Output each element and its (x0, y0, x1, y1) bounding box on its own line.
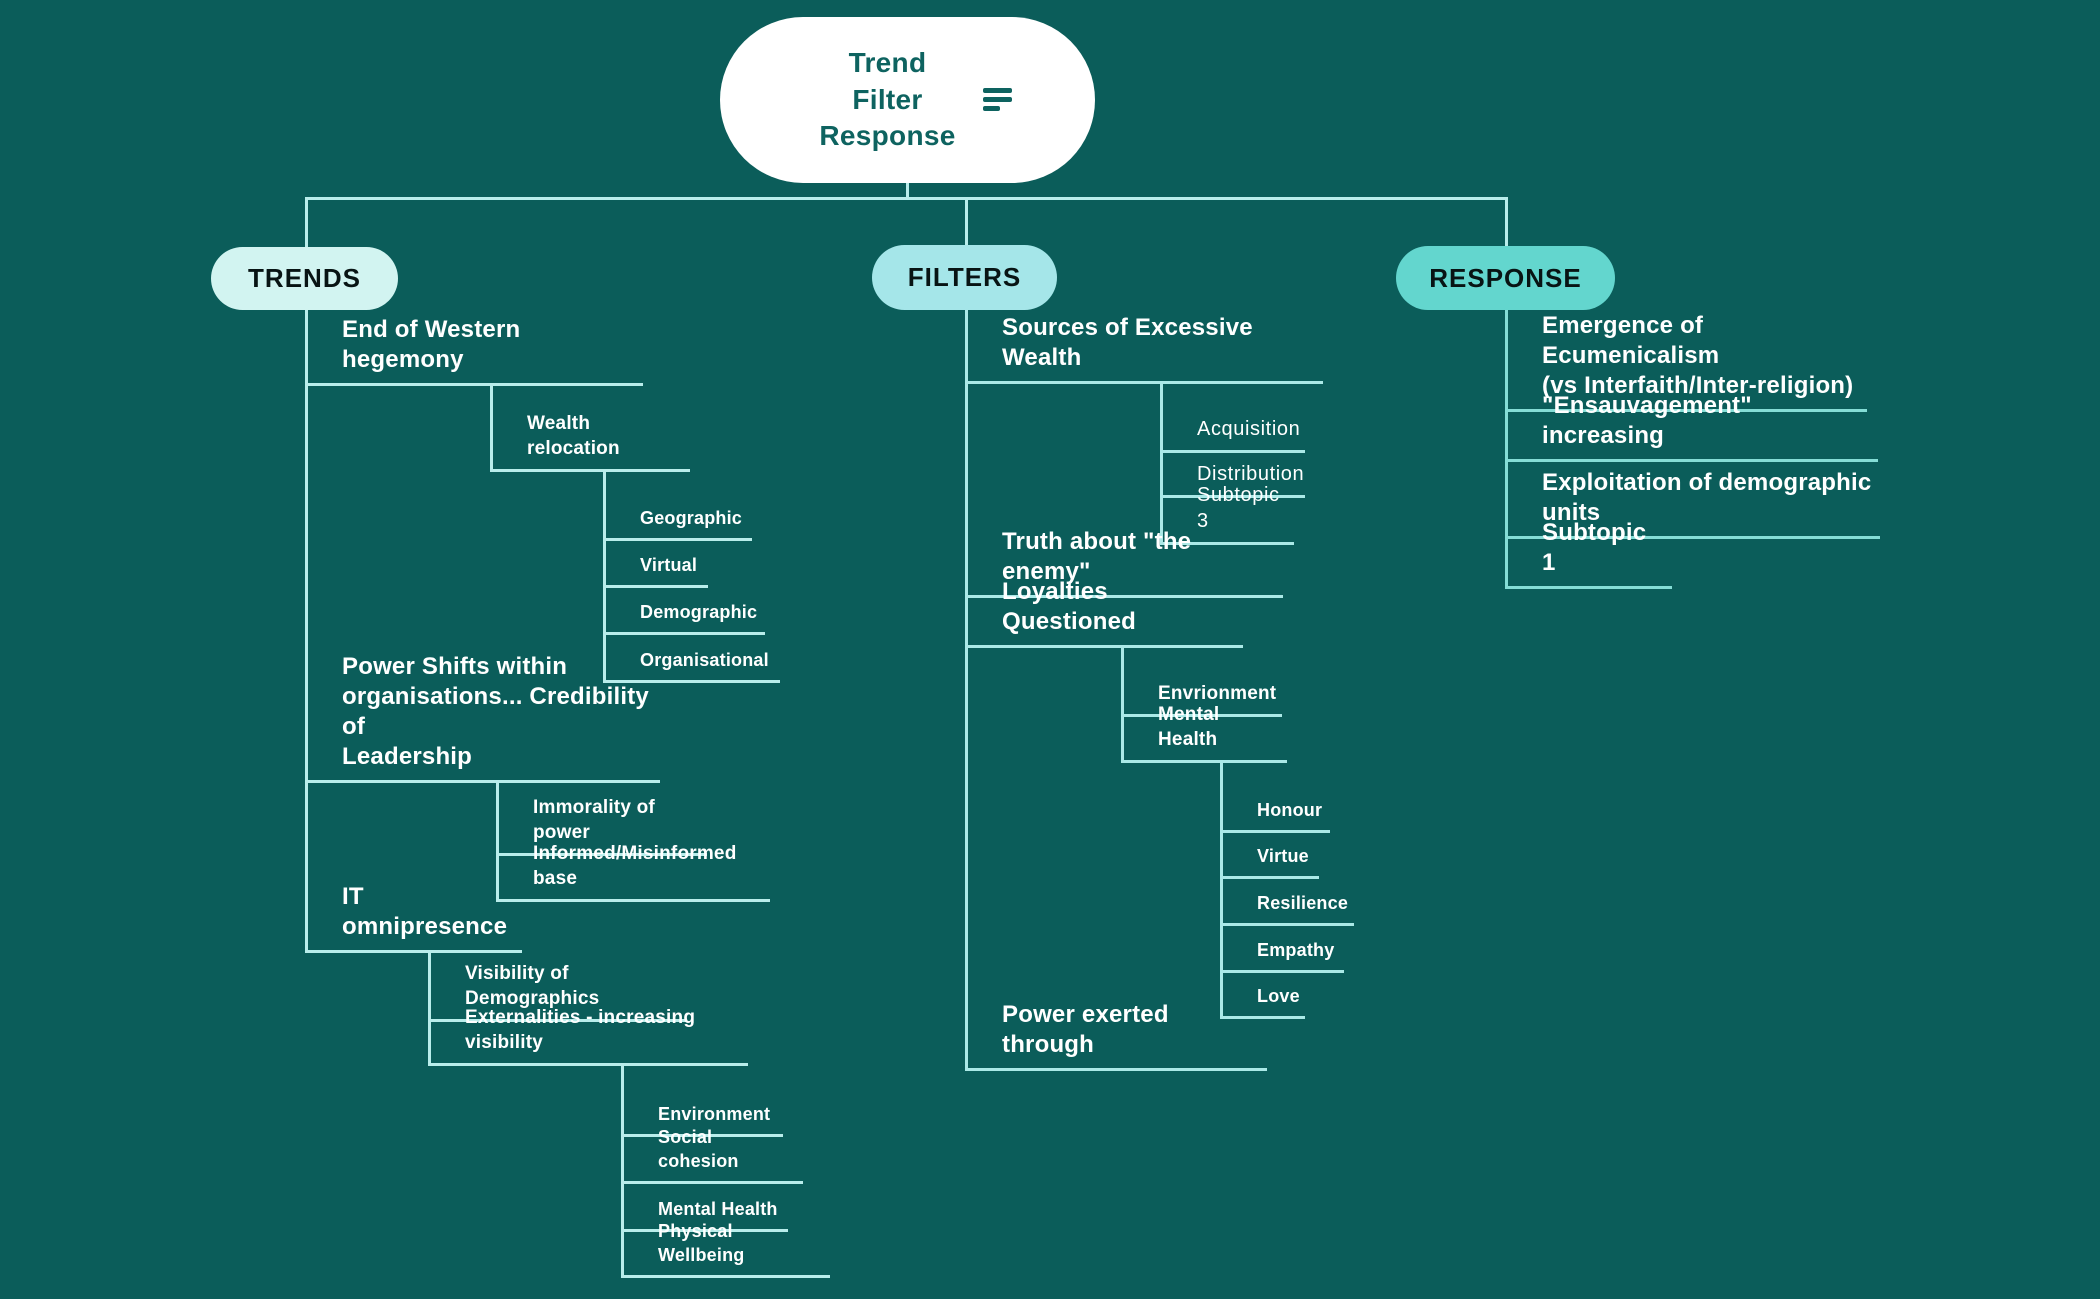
topic-label: Love (1257, 986, 1300, 1006)
branch-filters[interactable]: FILTERS (872, 245, 1057, 310)
topic-label: Power Shifts within organisations... Cre… (342, 653, 649, 770)
branch-response[interactable]: RESPONSE (1396, 246, 1615, 310)
topic-physical-wellbeing[interactable]: Physical Wellbeing (621, 1221, 830, 1278)
topic-label: Virtue (1257, 846, 1309, 866)
topic-label: Demographic (640, 602, 758, 622)
connector-wealth-spine (490, 386, 493, 472)
topic-label: Mental Health (1158, 704, 1220, 750)
topic-label: Distribution (1197, 463, 1305, 485)
topic-envrionment[interactable]: Envrionment (1121, 671, 1282, 717)
connector-main-horizontal (305, 197, 1508, 200)
topic-label: Acquisition (1197, 418, 1301, 440)
topic-power-shifts[interactable]: Power Shifts within organisations... Cre… (305, 653, 660, 783)
topic-label: Subtopic 3 (1197, 484, 1280, 532)
topic-end-of-western-hegemony[interactable]: End of Western hegemony (305, 316, 643, 386)
connector-trends-spine (305, 309, 308, 953)
topic-label: Wealth relocation (527, 413, 620, 459)
connector-externalities-children-spine (621, 1066, 624, 1278)
topic-label: End of Western hegemony (342, 316, 521, 373)
topic-label: Environment (658, 1104, 771, 1124)
connector-root-stub (906, 183, 909, 198)
topic-informed-misinformed-base[interactable]: Informed/Misinformed base (496, 843, 770, 902)
topic-label: Emergence of Ecumenicalism (vs Interfait… (1542, 312, 1854, 399)
topic-love[interactable]: Love (1220, 975, 1305, 1019)
topic-demographic[interactable]: Demographic (603, 591, 765, 635)
topic-honour[interactable]: Honour (1220, 789, 1330, 833)
connector-wealth-children-spine (603, 472, 606, 683)
connector-trends-stub (305, 197, 308, 247)
topic-label: Visibility of Demographics (465, 963, 600, 1009)
topic-label: Geographic (640, 508, 743, 528)
topic-label: Truth about "the enemy" (1002, 528, 1192, 585)
topic-sources-of-excessive-wealth[interactable]: Sources of Excessive Wealth (965, 314, 1323, 384)
topic-label: Social cohesion (658, 1127, 739, 1171)
connector-response-stub (1505, 197, 1508, 246)
connector-response-spine (1505, 310, 1508, 589)
topic-organisational[interactable]: Organisational (603, 639, 780, 683)
topic-label: Virtual (640, 555, 698, 575)
topic-subtopic-1[interactable]: Subtopic 1 (1505, 519, 1672, 589)
topic-mental-health-filters[interactable]: Mental Health (1121, 704, 1287, 763)
topic-label: Honour (1257, 800, 1323, 820)
topic-ensauvagement-increasing[interactable]: "Ensauvagement" increasing (1505, 392, 1878, 462)
topic-virtue[interactable]: Virtue (1220, 835, 1319, 879)
topic-label: "Ensauvagement" increasing (1542, 392, 1752, 449)
topic-subtopic-3[interactable]: Subtopic 3 (1160, 484, 1294, 545)
topic-it-omnipresence[interactable]: IT omnipresence (305, 883, 522, 953)
root-node[interactable]: Trend Filter Response (720, 17, 1095, 183)
align-left-icon[interactable] (983, 88, 1013, 112)
topic-wealth-relocation[interactable]: Wealth relocation (490, 401, 690, 472)
topic-label: Physical Wellbeing (658, 1221, 745, 1265)
topic-resilience[interactable]: Resilience (1220, 882, 1354, 926)
topic-emergence-of-ecumenicalism[interactable]: Emergence of Ecumenicalism (vs Interfait… (1505, 312, 1867, 412)
topic-social-cohesion[interactable]: Social cohesion (621, 1127, 803, 1184)
topic-mental-health-trends[interactable]: Mental Health (621, 1188, 788, 1232)
topic-virtual[interactable]: Virtual (603, 544, 708, 588)
topic-distribution[interactable]: Distribution (1160, 452, 1305, 498)
connector-sources-children-spine (1160, 384, 1163, 545)
topic-visibility-of-demographics[interactable]: Visibility of Demographics (428, 963, 687, 1022)
topic-power-exerted-through[interactable]: Power exerted through (965, 1001, 1267, 1071)
topic-label: IT omnipresence (342, 883, 508, 940)
topic-label: Resilience (1257, 893, 1349, 913)
topic-environment[interactable]: Environment (621, 1093, 783, 1137)
connector-filters-spine (965, 310, 968, 1071)
topic-label: Empathy (1257, 940, 1335, 960)
connector-mentalhealth-children-spine (1220, 763, 1223, 1019)
topic-label: Mental Health (658, 1199, 778, 1219)
topic-immorality-of-power[interactable]: Immorality of power (496, 797, 707, 856)
connector-filters-stub (965, 197, 968, 245)
topic-label: Externalities - increasing visibility (465, 1007, 696, 1053)
topic-geographic[interactable]: Geographic (603, 497, 752, 541)
topic-label: Immorality of power (533, 797, 655, 843)
topic-loyalties-questioned[interactable]: Loyalties Questioned (965, 578, 1243, 648)
connector-powershifts-children-spine (496, 783, 499, 902)
topic-label: Power exerted through (1002, 1001, 1169, 1058)
topic-label: Informed/Misinformed base (533, 843, 737, 889)
topic-exploitation-of-demographic-units[interactable]: Exploitation of demographic units (1505, 457, 1880, 539)
topic-label: Subtopic 1 (1542, 519, 1647, 576)
root-title: Trend Filter Response (819, 46, 956, 152)
topic-externalities[interactable]: Externalities - increasing visibility (428, 1007, 748, 1066)
topic-truth-about-the-enemy[interactable]: Truth about "the enemy" (965, 528, 1283, 598)
topic-label: Sources of Excessive Wealth (1002, 314, 1253, 371)
topic-acquisition[interactable]: Acquisition (1160, 407, 1305, 453)
connector-it-children-spine (428, 953, 431, 1066)
topic-label: Loyalties Questioned (1002, 578, 1137, 635)
connector-loyalties-children-spine (1121, 648, 1124, 763)
topic-label: Organisational (640, 650, 769, 670)
topic-empathy[interactable]: Empathy (1220, 929, 1344, 973)
branch-trends[interactable]: TRENDS (211, 247, 398, 310)
topic-label: Envrionment (1158, 683, 1277, 704)
topic-label: Exploitation of demographic units (1542, 469, 1872, 526)
